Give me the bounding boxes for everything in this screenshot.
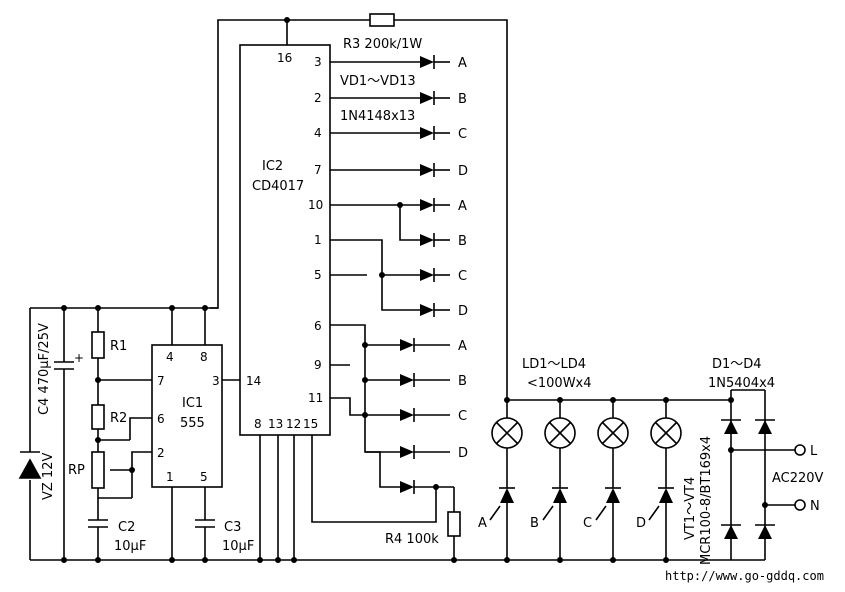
vd-label: VD1～VD13 (340, 74, 416, 89)
diode-type-label: 1N4148x13 (340, 109, 415, 124)
ic1-pin-1: 1 (166, 470, 174, 484)
r2-label: R2 (110, 411, 127, 426)
ic1-pin-5: 5 (200, 470, 208, 484)
ic1-pin-4: 4 (166, 350, 174, 364)
vz-label: VZ 12V (41, 453, 56, 500)
out-c1: C (458, 127, 467, 142)
rp-potentiometer (91, 451, 105, 489)
cd4017-label: CD4017 (252, 179, 304, 194)
vt-label: VT1～VT4 (683, 477, 698, 540)
ld-label: LD1～LD4 (522, 357, 586, 372)
gate-d: D (636, 516, 646, 531)
pin-3: 3 (314, 55, 322, 69)
pin-8: 8 (254, 417, 262, 431)
ac-label: AC220V (772, 471, 824, 486)
out-a1: A (458, 56, 467, 71)
d-label: D1～D4 (712, 357, 762, 372)
gate-c: C (583, 516, 592, 531)
rp-label: RP (68, 463, 85, 478)
pin-6: 6 (314, 319, 322, 333)
out-b1: B (458, 92, 467, 107)
r2-resistor (91, 404, 105, 430)
pin-9: 9 (314, 358, 322, 372)
pin-2: 2 (314, 91, 322, 105)
out-d1: D (458, 164, 468, 179)
watermark-url: http://www.go-gddq.com (665, 569, 824, 583)
output-diodes (400, 55, 450, 494)
ic1-pin-3: 3 (212, 374, 220, 388)
gate-b: B (530, 516, 539, 531)
bridge-diodes (724, 420, 772, 539)
pin-15: 15 (303, 417, 318, 431)
out-c2: C (458, 269, 467, 284)
pin-13: 13 (268, 417, 283, 431)
gate-a: A (478, 516, 487, 531)
pin-7: 7 (314, 163, 322, 177)
ic1-pin-6: 6 (157, 412, 165, 426)
ic1-pin-8: 8 (200, 350, 208, 364)
vt-type-label: MCR100-8/BT169x4 (699, 436, 714, 565)
ic2-label: IC2 (262, 159, 283, 174)
ic1-pin-2: 2 (157, 446, 165, 460)
pin-12: 12 (286, 417, 301, 431)
pin-11: 11 (308, 391, 323, 405)
r1-label: R1 (110, 339, 127, 354)
r3-resistor (369, 13, 395, 27)
ic555-label: 555 (180, 416, 205, 431)
c3-label: C3 (224, 520, 241, 535)
pin-4: 4 (314, 126, 322, 140)
ic1-body (151, 344, 223, 488)
terminal-l: L (810, 444, 818, 459)
out-a3: A (458, 339, 467, 354)
ic1-pin-7: 7 (157, 374, 165, 388)
r1-resistor (91, 331, 105, 359)
ic1-label: IC1 (182, 396, 203, 411)
out-c3: C (458, 409, 467, 424)
r4-label: R4 100k (385, 532, 439, 547)
out-b2: B (458, 234, 467, 249)
pin-1: 1 (314, 233, 322, 247)
junction-dots (61, 17, 768, 563)
terminal-n: N (810, 499, 820, 514)
out-a2: A (458, 199, 467, 214)
out-b3: B (458, 374, 467, 389)
pin-10: 10 (308, 198, 323, 212)
c2-label: C2 (118, 520, 135, 535)
r3-label: R3 200k/1W (343, 37, 422, 52)
thyristors (499, 487, 674, 503)
pin-14: 14 (246, 374, 261, 388)
out-d2: D (458, 304, 468, 319)
pin-16: 16 (277, 51, 292, 65)
c2-value: 10μF (114, 539, 146, 554)
d-type-label: 1N5404x4 (708, 376, 775, 391)
pin-5: 5 (314, 268, 322, 282)
c4-label: C4 470μF/25V (37, 323, 52, 415)
r4-resistor (447, 511, 461, 537)
c4-plus: + (74, 351, 84, 365)
c3-value: 10μF (222, 539, 254, 554)
out-d3: D (458, 446, 468, 461)
ld-spec-label: <100Wx4 (527, 376, 592, 391)
